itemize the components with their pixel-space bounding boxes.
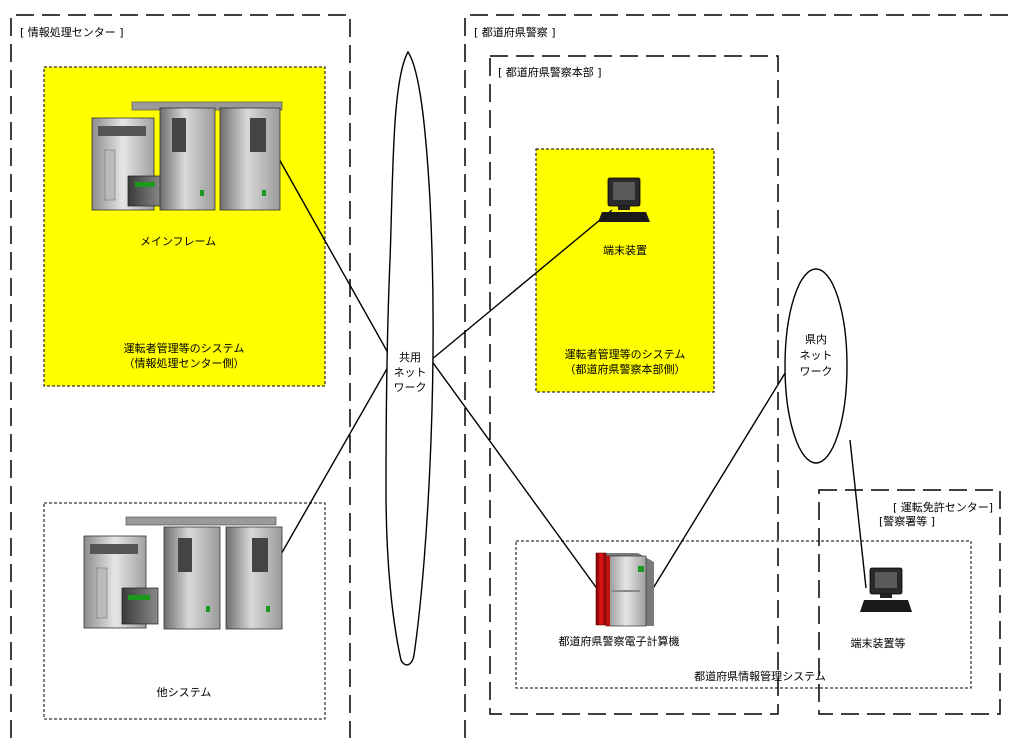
police-computer-label: 都道府県警察電子計算機	[558, 635, 680, 648]
prefectural-police-label: [ 都道府県警察 ]	[474, 26, 556, 39]
shared-network-line3: ワーク	[393, 381, 427, 394]
police-computer-icon	[595, 552, 654, 627]
connection-lines	[271, 149, 867, 591]
info-mgmt-system-box	[515, 540, 972, 689]
driver-system-info-side-label: （情報処理センター側）	[123, 357, 245, 370]
license-center-label-line2: [警察署等 ]	[879, 515, 936, 528]
prefectural-police-boundary	[464, 14, 1016, 738]
info-center-label: [ 情報処理センター ]	[20, 26, 124, 39]
terminal-station-icon	[860, 567, 912, 612]
driver-system-hq-side-label: （都道府県警察本部側）	[564, 363, 686, 376]
mainframe-icon	[91, 101, 283, 211]
other-system-box	[43, 502, 326, 720]
other-system-label: 他システム	[156, 686, 212, 699]
driver-system-hq-label: 運転者管理等のシステム	[564, 348, 686, 361]
license-center-label-line1: [ 運転免許センター]	[893, 501, 994, 514]
prefectural-network-line3: ワーク	[799, 365, 833, 378]
info-center-boundary	[10, 14, 351, 738]
prefectural-network-line1: 県内	[805, 333, 827, 346]
other-system-server-icon	[83, 516, 283, 630]
police-hq-boundary	[489, 55, 779, 715]
prefectural-network-line2: ネット	[799, 349, 833, 362]
prefectural-network-cloud	[784, 268, 848, 464]
police-hq-label: [ 都道府県警察本部 ]	[498, 66, 602, 79]
terminal-hq-icon	[598, 177, 650, 222]
shared-network-line1: 共用	[399, 351, 421, 364]
terminal-hq-label: 端末装置	[603, 244, 647, 257]
license-center-boundary	[818, 489, 1001, 715]
info-mgmt-system-label: 都道府県情報管理システム	[694, 670, 826, 683]
shared-network-cloud	[385, 50, 434, 666]
terminal-station-label: 端末装置等	[850, 637, 906, 650]
mainframe-label: メインフレーム	[139, 235, 217, 248]
driver-system-info-label: 運転者管理等のシステム	[123, 342, 245, 355]
shared-network-line2: ネット	[393, 366, 427, 379]
